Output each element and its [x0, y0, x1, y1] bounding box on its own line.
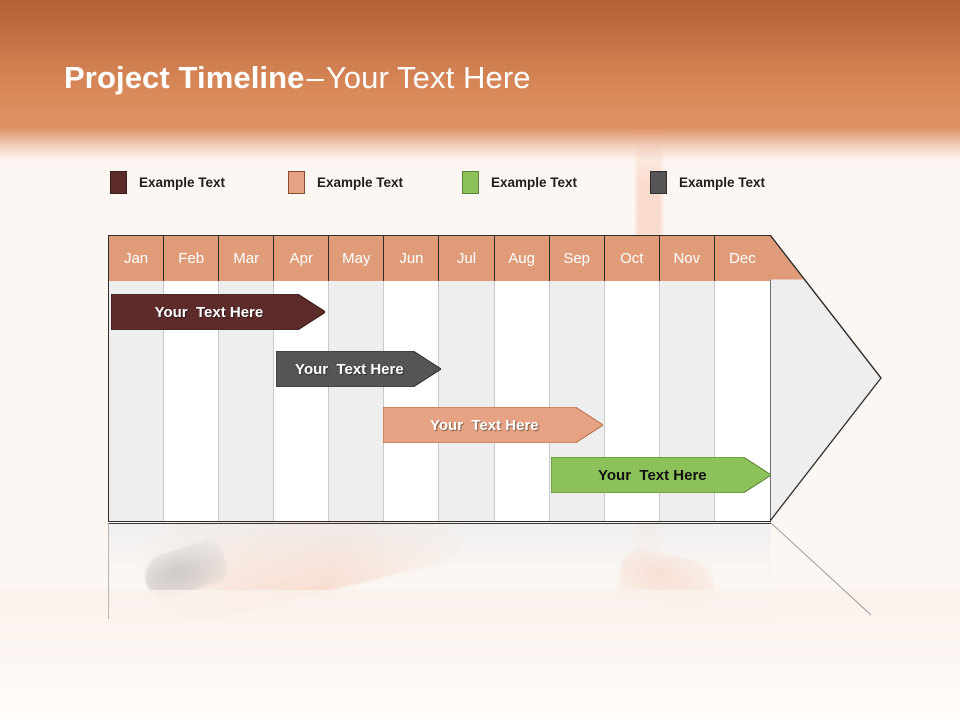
- month-header-cell[interactable]: Feb: [164, 236, 220, 281]
- month-header-cell[interactable]: Apr: [274, 236, 330, 281]
- legend-item-label: Example Text: [679, 174, 766, 190]
- month-header-cell[interactable]: Jun: [384, 236, 440, 281]
- legend-item: Example Text: [110, 166, 225, 198]
- legend-item: Example Text: [650, 166, 765, 198]
- grid-column: [109, 236, 165, 521]
- header-band: [0, 0, 960, 128]
- header-fade: [0, 128, 960, 168]
- task-bar-label: Your Text Here: [430, 416, 539, 434]
- task-bar-label: Your Text Here: [598, 466, 707, 484]
- task-bar[interactable]: Your Text Here: [275, 351, 441, 387]
- month-header-cell[interactable]: Dec: [714, 236, 770, 281]
- legend-item-label: Example Text: [317, 174, 404, 190]
- legend-swatch-icon: [462, 170, 479, 194]
- chart-reflection: [108, 523, 771, 619]
- task-bar-arrow-icon: [110, 294, 326, 330]
- task-bar-arrow-icon: [383, 407, 604, 443]
- task-bar-arrow-icon: [275, 351, 441, 387]
- arrowhead-reflection: [771, 523, 872, 616]
- timeline-arrowhead-icon: [770, 235, 882, 522]
- grid-column: [494, 236, 550, 521]
- grid-column: [164, 236, 220, 521]
- task-bar[interactable]: Your Text Here: [383, 407, 604, 443]
- month-header-cell[interactable]: Jul: [439, 236, 495, 281]
- grid-column: [219, 236, 275, 521]
- legend-swatch-icon: [110, 170, 127, 194]
- month-header-cell[interactable]: Jan: [109, 236, 165, 281]
- legend-item-label: Example Text: [139, 174, 226, 190]
- legend-swatch-icon: [650, 170, 667, 194]
- month-header-cell[interactable]: May: [329, 236, 385, 281]
- month-header-cell[interactable]: Mar: [219, 236, 275, 281]
- legend-item: Example Text: [462, 166, 577, 198]
- month-header-cell[interactable]: Nov: [659, 236, 715, 281]
- background-shoe-shape: [139, 536, 231, 604]
- task-bar[interactable]: Your Text Here: [110, 294, 326, 330]
- task-bar[interactable]: Your Text Here: [551, 457, 772, 493]
- month-header-cell[interactable]: Aug: [494, 236, 550, 281]
- legend-item: Example Text: [288, 166, 403, 198]
- task-bar-label: Your Text Here: [295, 360, 404, 378]
- legend-item-label: Example Text: [491, 174, 578, 190]
- page-title: Project Timeline–Your Text Here: [64, 58, 531, 98]
- page-title-bold: Project Timeline: [64, 60, 305, 95]
- background-floor: [0, 590, 960, 720]
- chart-reflection-surface: [108, 523, 771, 619]
- month-header-cell[interactable]: Sep: [549, 236, 605, 281]
- legend-swatch-icon: [288, 170, 305, 194]
- legend: Example Text Example Text Example Text Exam…: [110, 166, 850, 198]
- page-title-rest: Your Text Here: [325, 60, 531, 95]
- grid-column: [439, 236, 495, 521]
- task-bar-label: Your Text Here: [154, 303, 264, 321]
- month-header-cell[interactable]: Oct: [604, 236, 660, 281]
- page-title-separator: –: [306, 60, 324, 95]
- background-hand-shape: [616, 545, 719, 613]
